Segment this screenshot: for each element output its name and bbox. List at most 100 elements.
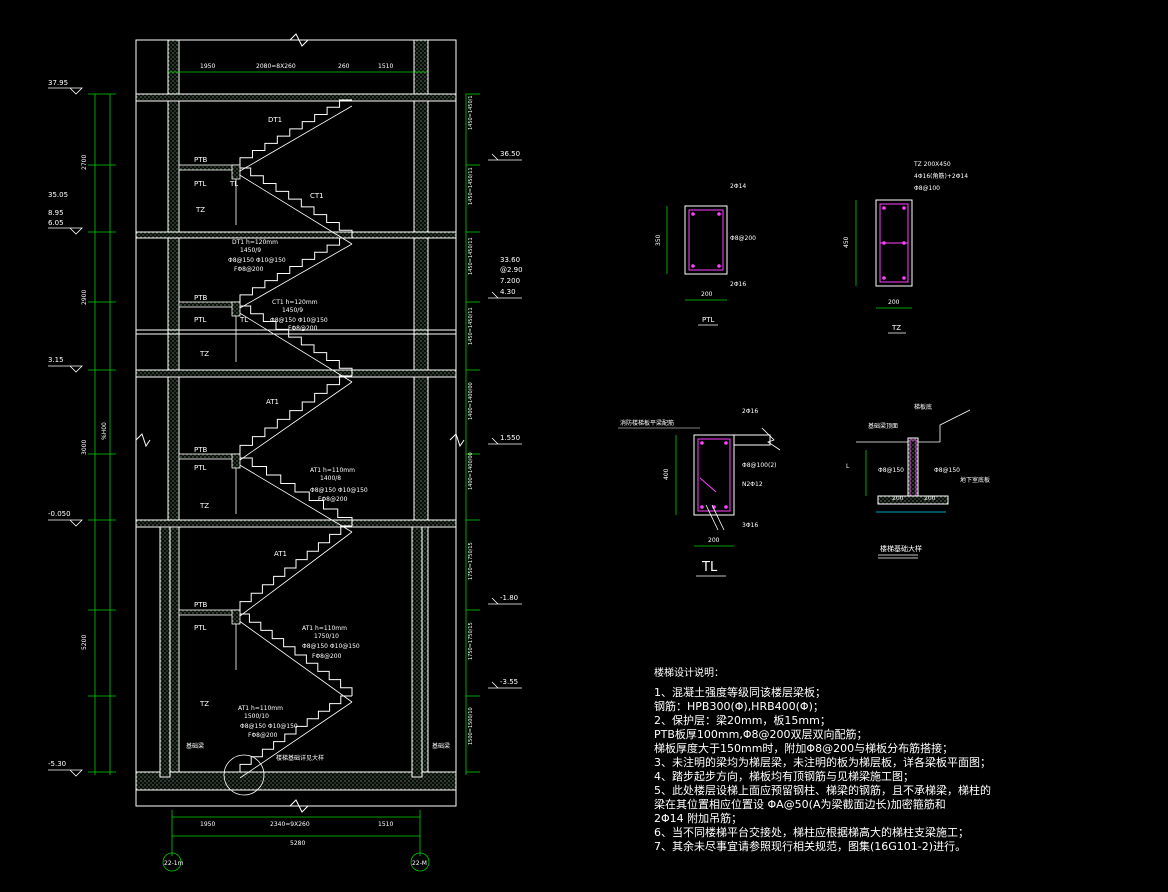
notes-line-10: 2Φ14 附加吊筋； <box>654 811 742 825</box>
label-tl: TL <box>229 180 238 188</box>
bottom-dim-2: 2340=9X260 <box>270 821 310 828</box>
right-dim-8: 1750=1750/15 <box>468 622 474 660</box>
label-ptb-4: PTB <box>194 601 207 609</box>
landing-beam-3 <box>231 453 241 469</box>
found-dim-v: L <box>846 463 850 470</box>
landing-slab-1 <box>178 164 241 171</box>
label-ptb-2: PTB <box>194 294 207 302</box>
notes-line-4: PTB板厚100mm,Φ8@200双层双向配筋； <box>654 727 867 741</box>
found-note: 地下室底板 <box>960 476 990 484</box>
axis-bubble-left <box>162 852 182 872</box>
right-dim-9: 1500=1500/10 <box>468 707 474 745</box>
stair-slab-7 <box>239 531 353 617</box>
label-ct1-spec: CT1 h=120mm <box>272 299 318 306</box>
stair-slab-3 <box>239 243 353 309</box>
tl-height: 400 <box>663 468 670 480</box>
label-rebar-a1: Φ8@150 Φ10@150 <box>228 257 286 264</box>
bottom-dim-1: 1950 <box>200 821 215 828</box>
tz-width: 200 <box>888 299 900 306</box>
elev-right-2: 33.60 <box>500 256 520 264</box>
right-elevations: 36.50 33.60 @2.90 7.200 4.30 1.550 -1.80… <box>465 94 523 775</box>
notes-line-7: 4、踏步起步方向，梯板均有顶钢筋与见梯梁施工图； <box>654 769 914 783</box>
tl-bottom-bar: 3Φ16 <box>742 522 758 529</box>
label-rebar-a2: Φ8@150 Φ10@150 <box>270 317 328 324</box>
stair-slab-6 <box>237 463 353 533</box>
right-dim-2: 1450=1450/11 <box>468 167 474 205</box>
ptl-title: PTL <box>702 316 714 324</box>
label-tz: TZ <box>195 206 205 214</box>
elev-right-6: 1.550 <box>500 434 520 442</box>
notes-line-9: 梁在其位置相应位置设 ΦA@50(A为梁截面边长)加密箍筋和 <box>654 797 946 811</box>
tl-side-bar: N2Φ12 <box>742 481 763 488</box>
label-rebar-a4: Φ8@150 Φ10@150 <box>302 643 360 650</box>
label-at1b-spec2: 1750/10 <box>314 633 339 640</box>
landing-labels: PTB PTL TL TZ DT1 CT1 DT1 h=120mm 1450/9… <box>186 116 450 796</box>
label-rebar-b4: FΦ8@200 <box>312 653 342 660</box>
left-dim-2: 2900 <box>81 290 88 305</box>
landing-beam-1 <box>231 164 241 180</box>
detail-ptl: 350 200 2Φ14 Φ8@200 2Φ16 PTL <box>655 183 756 326</box>
ptl-top-bar: 2Φ14 <box>730 183 746 190</box>
tz-spec: TZ 200X450 <box>913 161 951 168</box>
label-rebar-a5: Φ8@150 Φ10@150 <box>240 723 298 730</box>
stair-slab-8 <box>237 619 353 703</box>
detail-tl: 400 200 消防楼梯板平梁配筋 2Φ16 Φ8@100(2) N2Φ12 3… <box>618 408 781 577</box>
elev-left-2: 35.05 <box>48 191 68 199</box>
label-dt1-spec2: 1450/9 <box>240 247 261 254</box>
right-dim-1: 1450=1450/1 <box>468 95 474 130</box>
found-bar: Φ8@150 <box>878 467 904 474</box>
left-dim-4: 3000 <box>81 440 88 455</box>
label-ptb: PTB <box>194 156 207 164</box>
right-dim-4: 1450=1450/11 <box>468 307 474 345</box>
stair-slab-4 <box>237 311 353 383</box>
label-at1-spec2: 1400/8 <box>320 475 341 482</box>
ptl-stirrup: Φ8@200 <box>730 235 756 242</box>
notes-line-3: 2、保护层：梁20mm，板15mm； <box>654 713 831 727</box>
label-ptl: PTL <box>194 180 206 188</box>
label-tl-2: TL <box>239 316 248 324</box>
stair-flight-8 <box>238 613 353 696</box>
elev-left-1: 37.95 <box>48 79 68 87</box>
left-dim-5: %H00 <box>101 422 108 440</box>
tl-width: 200 <box>708 537 720 544</box>
elev-right-1: 36.50 <box>500 150 520 158</box>
elev-right-4: 7.200 <box>500 277 520 285</box>
stair-slab-5 <box>239 381 353 461</box>
label-rebar-a3: Φ8@150 Φ10@150 <box>310 487 368 494</box>
label-ct1-spec2: 1450/9 <box>282 307 303 314</box>
right-dim-5: 1400=1400/00 <box>468 382 474 420</box>
label-at1-2: AT1 <box>274 550 287 558</box>
bottom-dim-3: 1510 <box>378 821 393 828</box>
stair-flight-5 <box>239 375 352 454</box>
landing-slab-4 <box>178 609 241 616</box>
detail-tz: 450 200 TZ 200X450 4Φ16(角筋)+2Φ14 Φ8@100 … <box>843 161 968 334</box>
stair-slab-9 <box>239 701 353 779</box>
found-title: 楼梯基础大样 <box>880 544 922 553</box>
notes-line-12: 7、其余未尽事宜请参照现行相关规范，图集(16G101-2)进行。 <box>654 839 966 853</box>
notes-line-6: 3、未注明的梁均为梯层梁，未注明的板为梯层板，详各梁板平面图； <box>654 755 991 769</box>
stair-flights <box>88 93 480 779</box>
stair-flight-6 <box>238 457 353 526</box>
stair-slab-1 <box>239 105 353 172</box>
tl-stirrup: Φ8@100(2) <box>742 462 777 469</box>
elev-right-5: 4.30 <box>500 288 516 296</box>
tz-spec2: 4Φ16(角筋)+2Φ14 <box>914 172 968 180</box>
label-tz-2: TZ <box>199 350 209 358</box>
label-at1c-spec2: 1500/10 <box>244 713 269 720</box>
section-frame <box>135 33 465 813</box>
top-dim-4: 1510 <box>378 63 393 70</box>
label-base-left: 基础梁 <box>186 742 204 750</box>
label-at1c-spec: AT1 h=110mm <box>238 705 283 712</box>
notes-line-1: 1、混凝土强度等级同该楼层梁板； <box>654 685 826 699</box>
stair-section: PTB PTL TL TZ DT1 CT1 DT1 h=120mm 1450/9… <box>48 33 523 872</box>
label-ptl-3: PTL <box>194 464 206 472</box>
right-dim-3: 1450=1450/11 <box>468 237 474 275</box>
notes-line-11: 6、当不同楼梯平台交接处，梯柱应根据梯高大的梯柱支梁施工； <box>654 825 969 839</box>
label-ptl-4: PTL <box>194 624 206 632</box>
top-dim-3: 260 <box>338 63 350 70</box>
landing-beam-4 <box>231 609 241 625</box>
label-dt1: DT1 <box>268 116 282 124</box>
ptl-width: 200 <box>701 291 713 298</box>
right-dim-6: 1400=1400/00 <box>468 452 474 490</box>
